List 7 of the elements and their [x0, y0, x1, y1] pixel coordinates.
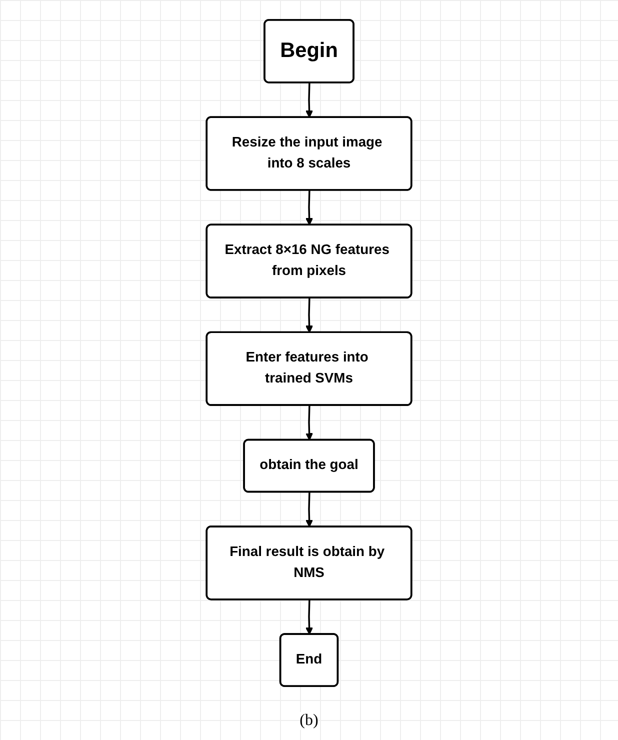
- arrow: [305, 405, 314, 441]
- arrow: [305, 82, 314, 118]
- arrow: [305, 492, 314, 528]
- arrow: [305, 190, 314, 226]
- arrow: [305, 600, 314, 635]
- arrow: [305, 298, 314, 333]
- caption: (b): [300, 712, 318, 730]
